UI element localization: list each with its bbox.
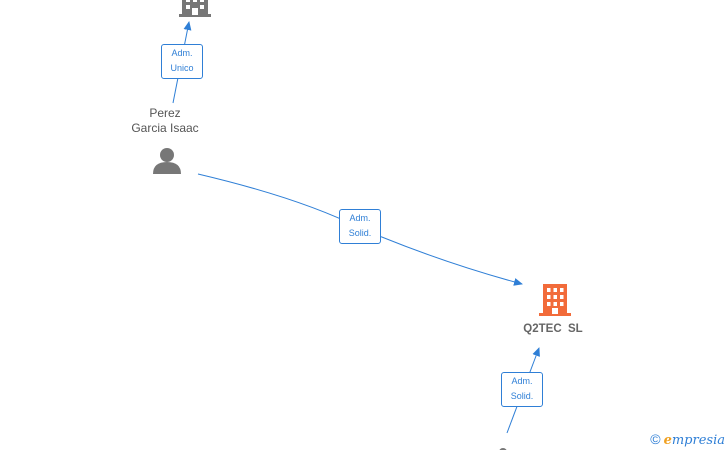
person-name-line2: Garcia Isaac [131, 121, 199, 135]
building-icon[interactable] [539, 284, 571, 316]
person-icon[interactable] [153, 148, 181, 174]
copyright-symbol: © [650, 431, 661, 447]
person-name-line1: Perez [149, 106, 181, 120]
edge-label-line1: Adm. [511, 376, 533, 386]
empresia-watermark: ©empresia [650, 431, 725, 448]
edge-label-line2: Solid. [348, 228, 372, 238]
person-name-label: Perez Garcia Isaac [115, 106, 215, 136]
edge-label-line2: Solid. [510, 391, 534, 401]
brand-name: mpresia [671, 433, 725, 448]
edge-label-adm-solid: Adm. Solid. [501, 372, 543, 407]
edge-label-adm-unico: Adm. Unico [161, 44, 203, 79]
edge-label-adm-solid: Adm. Solid. [339, 209, 381, 244]
building-icon[interactable] [179, 0, 211, 17]
edge-label-line2: Unico [170, 63, 194, 73]
edge-label-line1: Adm. [349, 213, 371, 223]
brand-initial: e [663, 433, 672, 448]
edge-label-line1: Adm. [171, 48, 193, 58]
company-name-label: Q2TEC SL [523, 323, 583, 335]
